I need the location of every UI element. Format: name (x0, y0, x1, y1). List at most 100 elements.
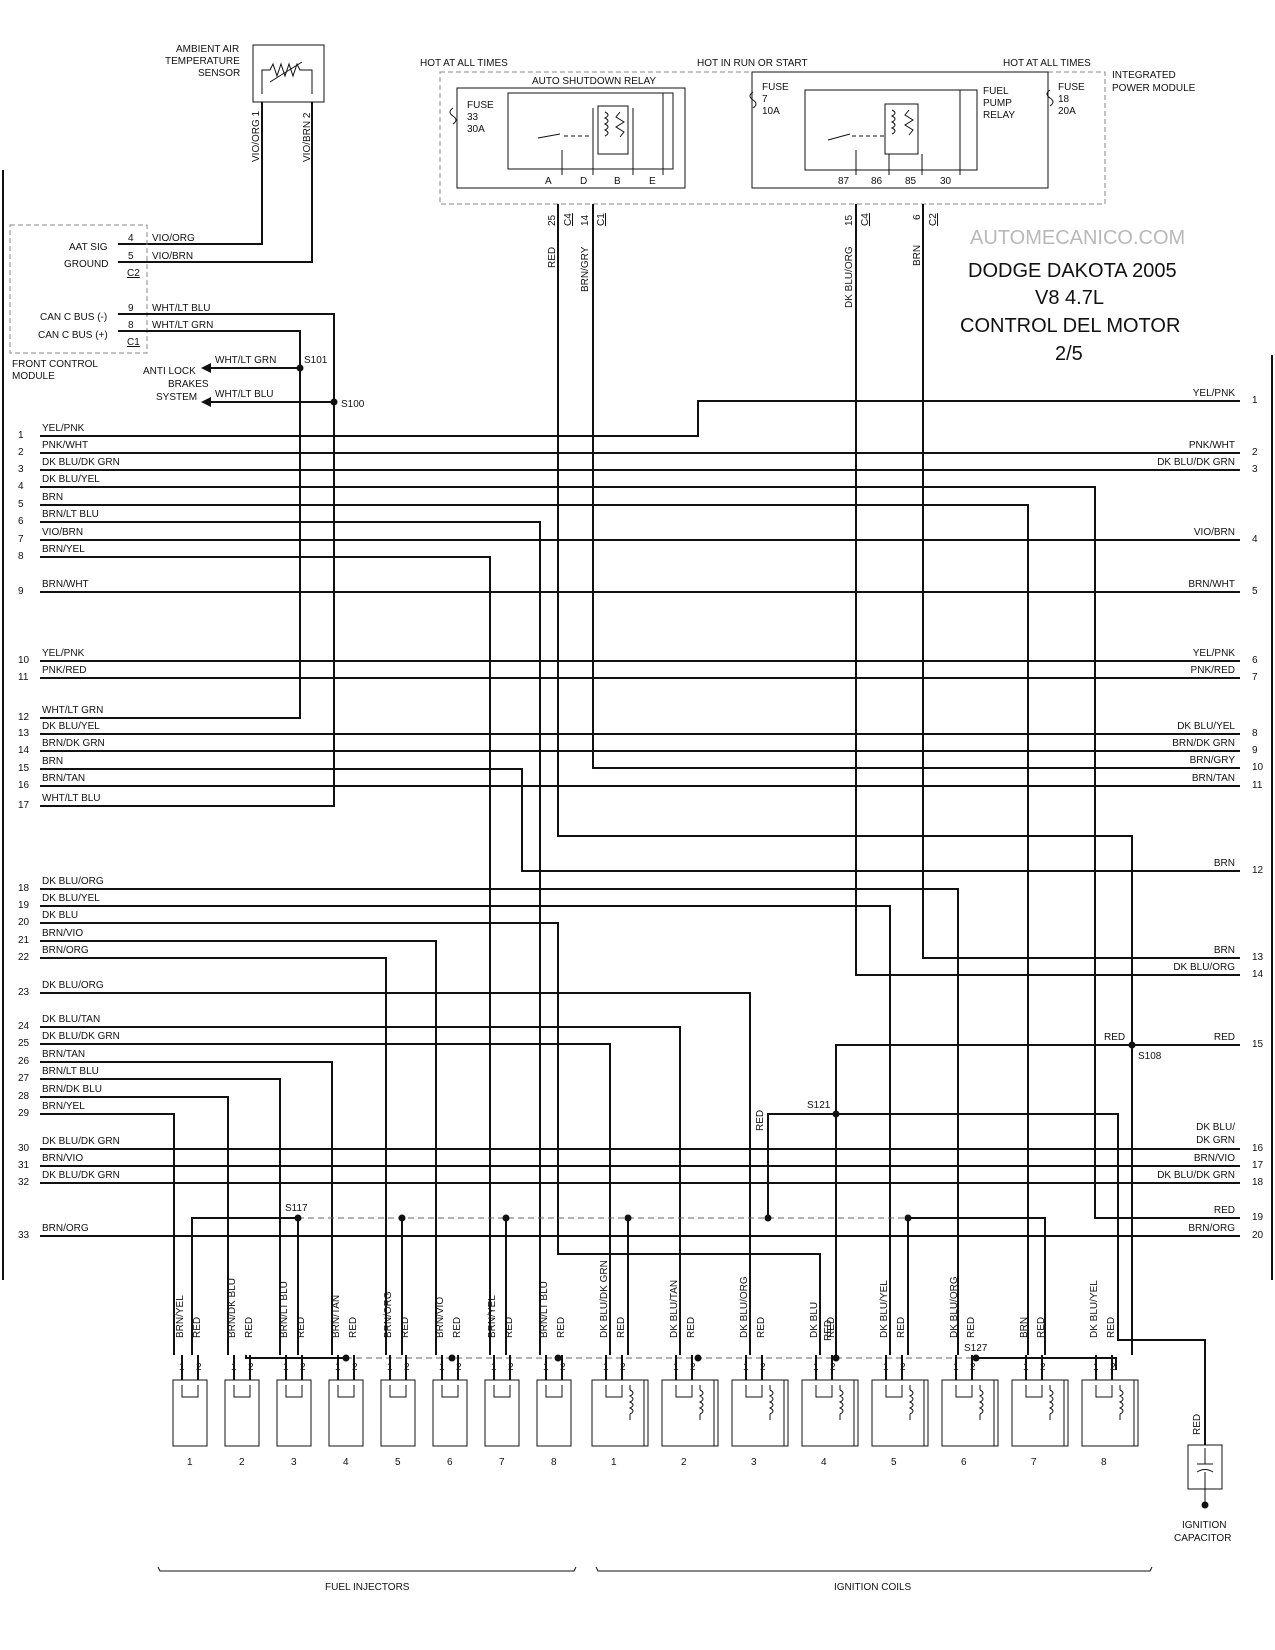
splice-dot (342, 1354, 350, 1362)
ipm-out-6-conn: C2 (928, 213, 939, 226)
injector-number: 1 (187, 1457, 193, 1468)
page-border-lines (2, 170, 1273, 1280)
left-row-number: 1 (18, 430, 24, 441)
ipm-hot-all-right: HOT AT ALL TIMES (1003, 58, 1091, 69)
splice-dot (624, 1214, 632, 1222)
fuse33-l3: 30A (467, 124, 485, 135)
left-row-wire: YEL/PNK (42, 648, 85, 659)
fcm-pin-5: 5 (128, 251, 134, 262)
injector-wire2: RED (296, 1317, 307, 1338)
capacitor-l2: CAPACITOR (1174, 1533, 1231, 1544)
fcm-conn-c2: C2 (127, 268, 140, 279)
fcm-can-minus: CAN C BUS (-) (40, 312, 107, 323)
fuse33-l2: 33 (467, 112, 479, 123)
fpr-l1: FUEL (983, 86, 1009, 97)
right-row-number: 10 (1252, 762, 1264, 773)
ipm-out-25-pin: 25 (547, 214, 558, 226)
right-row-wire: YEL/PNK (1193, 648, 1236, 659)
abs-arrow-1-icon (201, 363, 211, 373)
left-row-wire: PNK/WHT (42, 440, 88, 451)
thermistor-arrow-icon (269, 61, 303, 83)
right-row-wire: VIO/BRN (1194, 527, 1235, 538)
right-row-number: 12 (1252, 865, 1264, 876)
left-row-number: 30 (18, 1143, 30, 1154)
left-row-number: 10 (18, 655, 30, 666)
ipm-out-6-pin: 6 (912, 214, 923, 220)
right-row-number: 11 (1252, 780, 1263, 791)
group-braces: FUEL INJECTORS IGNITION COILS (157, 1566, 1153, 1593)
left-row-number: 21 (18, 935, 30, 946)
left-row-number: 15 (18, 763, 30, 774)
coil-winding-icon (908, 1389, 914, 1415)
integrated-power-module: HOT AT ALL TIMES HOT IN RUN OR START HOT… (420, 58, 1196, 308)
injector-wire2: RED (348, 1317, 359, 1338)
asd-pin-d: D (580, 176, 587, 187)
splice-dot (764, 1214, 772, 1222)
left-row-number: 27 (18, 1073, 30, 1084)
right-row-wire: DK BLU/YEL (1177, 721, 1235, 732)
injector-number: 6 (447, 1457, 453, 1468)
coil-winding-icon (628, 1389, 634, 1415)
left-row-wire: DK BLU/DK GRN (42, 1136, 120, 1147)
fuse18-icon (1046, 89, 1054, 107)
fuse18-l3: 20A (1058, 106, 1076, 117)
left-row-wire: BRN/LT BLU (42, 1066, 99, 1077)
injector-wire1: BRN/TAN (331, 1295, 342, 1338)
fcm-conn-c1: C1 (127, 337, 140, 348)
left-row-wire: DK BLU (42, 910, 78, 921)
left-row-wire: DK BLU/ORG (42, 980, 104, 991)
abs-line2: BRAKES (168, 379, 209, 390)
fuse33-l1: FUSE (467, 100, 494, 111)
fuse7-l1: FUSE (762, 82, 789, 93)
left-row-number: 6 (18, 516, 24, 527)
label-s127: S127 (964, 1343, 988, 1354)
fcm-pin-8: 8 (128, 320, 134, 331)
right-row-wire: BRN/DK GRN (1172, 738, 1235, 749)
injector-wire2: RED (192, 1317, 203, 1338)
injector-number: 7 (499, 1457, 505, 1468)
sensor-name-3: SENSOR (198, 68, 240, 79)
left-row-wire: BRN/YEL (42, 1101, 85, 1112)
left-row-number: 17 (18, 800, 30, 811)
left-row-wire: WHT/LT BLU (42, 793, 101, 804)
sensor-name-2: TEMPERATURE (165, 56, 240, 67)
left-row-wire: BRN/VIO (42, 1153, 83, 1164)
ipm-out-15-wire: DK BLU/ORG (844, 246, 855, 308)
fcm-wire-9: WHT/LT BLU (152, 303, 211, 314)
abs-wire1: WHT/LT GRN (215, 355, 276, 366)
fcm-name-1: FRONT CONTROL (12, 359, 98, 370)
splice-dot (694, 1354, 702, 1362)
left-row-wire: BRN/ORG (42, 1223, 89, 1234)
left-row-number: 24 (18, 1021, 30, 1032)
left-row-wire: DK BLU/TAN (42, 1014, 100, 1025)
right-row-wire: DK BLU/DK GRN (1157, 457, 1235, 468)
right-row-wire: BRN/VIO (1194, 1153, 1235, 1164)
fuse18-l1: FUSE (1058, 82, 1085, 93)
left-row-number: 2 (18, 447, 24, 458)
left-row-number: 3 (18, 464, 24, 475)
left-row-wire: DK BLU/DK GRN (42, 457, 120, 468)
fcm-pin-4: 4 (128, 233, 134, 244)
coil-wire1: DK BLU/TAN (669, 1280, 680, 1338)
injector-number: 4 (343, 1457, 349, 1468)
injector-wire1: BRN/LT BLU (539, 1281, 550, 1338)
splice-dot (398, 1214, 406, 1222)
fpr-l3: RELAY (983, 110, 1015, 121)
left-row-number: 12 (18, 712, 30, 723)
coil-wire2: RED (1106, 1317, 1117, 1338)
asd-pin-b: B (614, 176, 621, 187)
left-row-number: 32 (18, 1177, 30, 1188)
asd-pin-a: A (545, 176, 552, 187)
coil-wire1: DK BLU (809, 1302, 820, 1338)
splice-s117 (294, 1214, 302, 1222)
coil-winding-icon (1118, 1389, 1124, 1415)
coil-number: 4 (821, 1457, 827, 1468)
right-row-number: 8 (1252, 728, 1258, 739)
injector-number: 3 (291, 1457, 297, 1468)
